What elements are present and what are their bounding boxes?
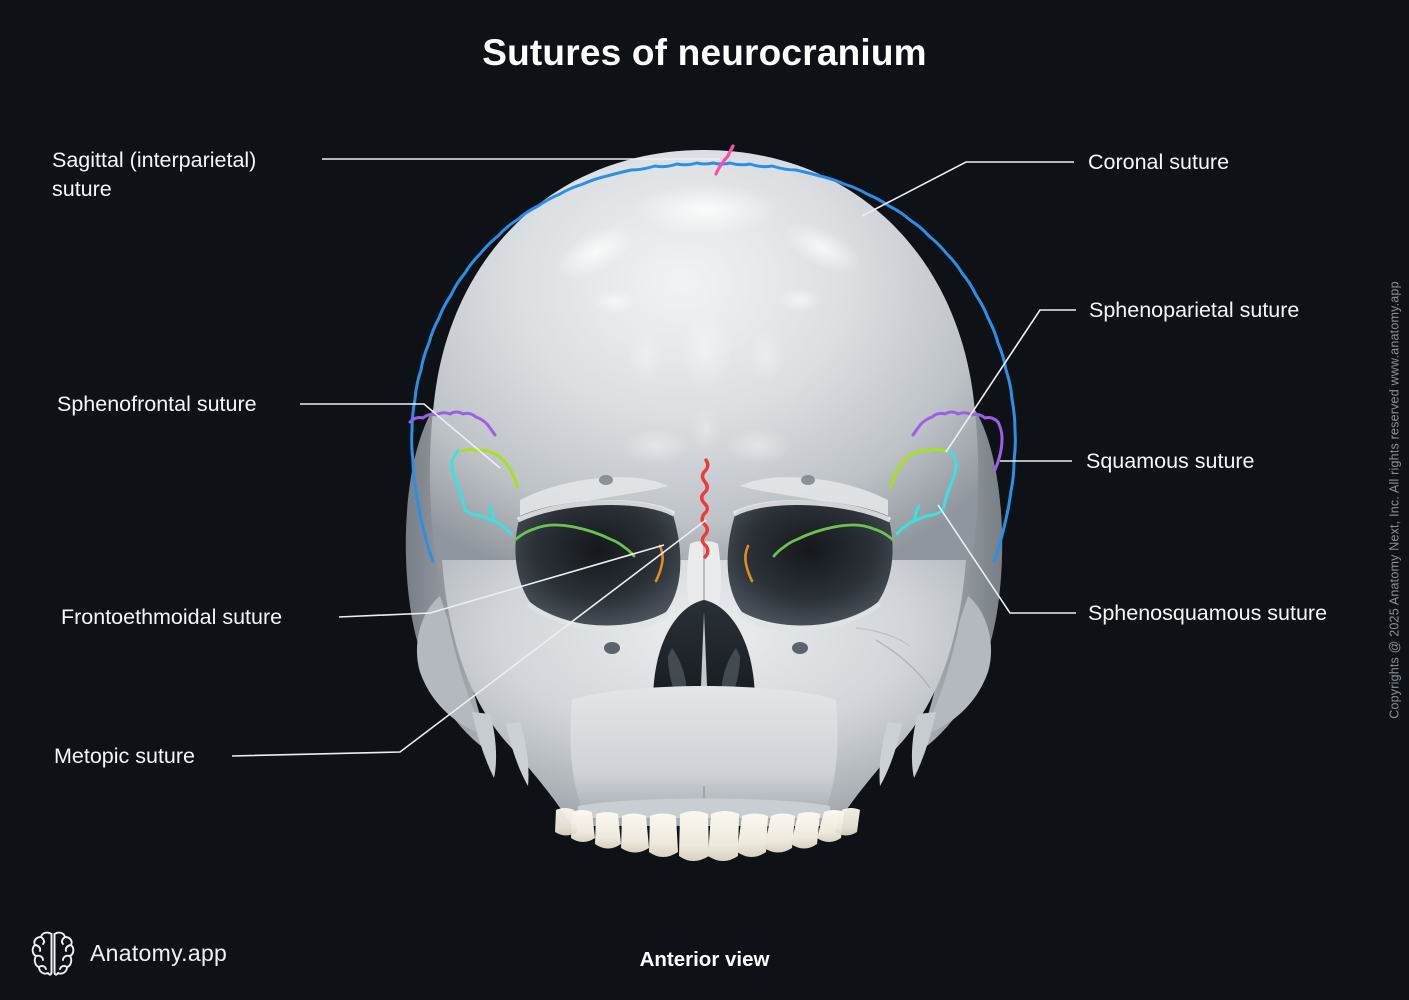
leader-metopic: [231, 519, 707, 757]
suture-frontoethmoidal-left: [513, 523, 636, 558]
suture-frontoethmoidal-medial-left: [654, 544, 664, 583]
view-caption: Anterior view: [639, 948, 770, 971]
leader-sphenosquamous: [937, 504, 1076, 614]
label-metopic-suture: Metopic suture: [54, 744, 196, 768]
label-sphenosquamous-suture: Sphenosquamous suture: [1088, 601, 1328, 625]
suture-squamous-right-flare: [993, 420, 1004, 472]
suture-squamous-right: [911, 410, 1000, 437]
leader-coronal: [861, 161, 1074, 217]
teeth-row: [555, 808, 860, 861]
label-sphenofrontal-suture: Sphenofrontal suture: [57, 392, 257, 416]
leader-sphenofrontal: [300, 403, 501, 469]
label-squamous-suture: Squamous suture: [1086, 449, 1255, 473]
suture-sphenoparietal-right: [889, 448, 948, 489]
suture-frontoethmoidal-medial-right: [744, 544, 754, 583]
suture-coronal: [410, 161, 715, 563]
brain-icon: [31, 931, 75, 976]
label-frontoethmoidal-suture: Frontoethmoidal suture: [61, 605, 283, 629]
suture-sphenofrontal-right: [895, 449, 958, 536]
suture-sphenofrontal-left: [450, 449, 513, 536]
page-title: Sutures of neurocranium: [482, 32, 927, 73]
label-sagittal-suture: Sagittal (interparietal) suture: [52, 148, 257, 202]
leader-sphenoparietal: [945, 309, 1076, 453]
leader-frontoethmoidal: [338, 544, 665, 618]
brand-name: Anatomy.app: [90, 939, 228, 966]
suture-frontoethmoidal-right: [772, 523, 895, 558]
suture-squamous-left: [408, 410, 497, 437]
label-coronal-suture: Coronal suture: [1088, 150, 1230, 174]
suture-sagittal: [714, 144, 735, 176]
brand-logo[interactable]: Anatomy.app: [30, 928, 227, 978]
suture-metopic: [700, 458, 710, 559]
suture-sphenoparietal-left: [460, 448, 519, 489]
copyright-notice: Copyrights @ 2025 Anatomy Next, Inc. All…: [1387, 281, 1401, 719]
label-sphenoparietal-suture: Sphenoparietal suture: [1089, 298, 1300, 322]
